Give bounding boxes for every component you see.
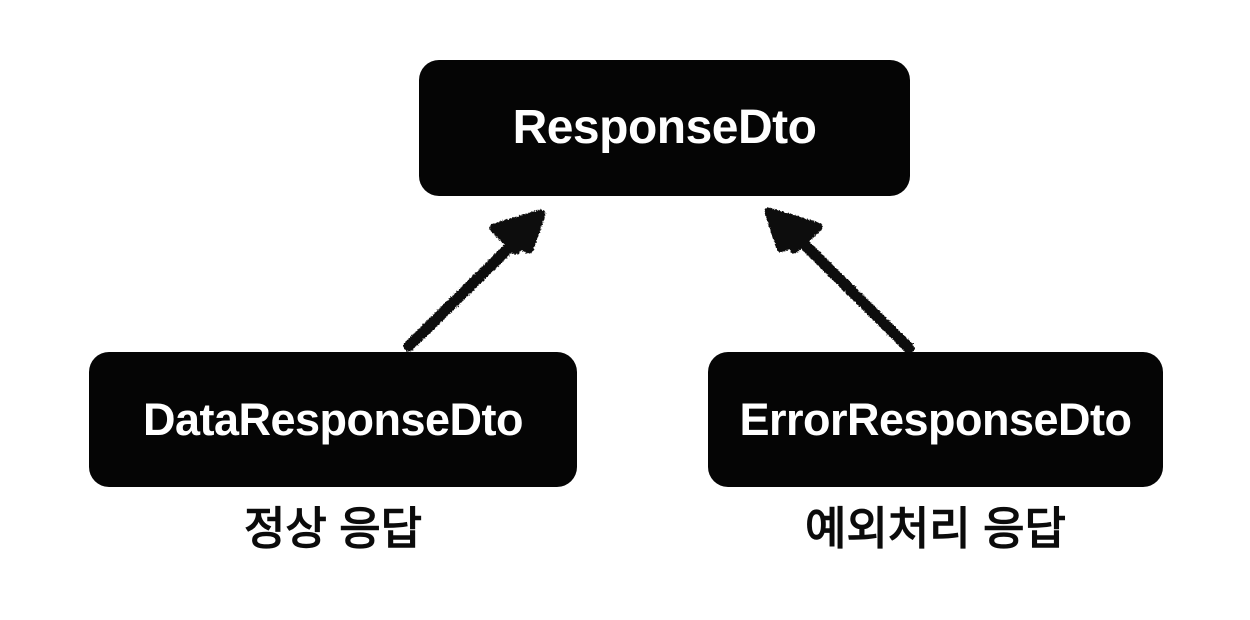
- node-error-response-dto[interactable]: ErrorResponseDto: [708, 352, 1163, 487]
- node-error-response-dto-label: ErrorResponseDto: [739, 394, 1132, 445]
- node-response-dto[interactable]: ResponseDto: [419, 60, 910, 196]
- node-data-response-dto-label: DataResponseDto: [142, 394, 524, 445]
- arrow-data-to-response: [403, 209, 546, 352]
- caption-error-response-dto: 예외처리 응답: [805, 503, 1066, 554]
- node-data-response-dto[interactable]: DataResponseDto: [89, 352, 577, 487]
- node-response-dto-label: ResponseDto: [512, 101, 817, 154]
- caption-data-response-dto: 정상 응답: [243, 503, 423, 554]
- arrow-error-to-response: [764, 207, 915, 354]
